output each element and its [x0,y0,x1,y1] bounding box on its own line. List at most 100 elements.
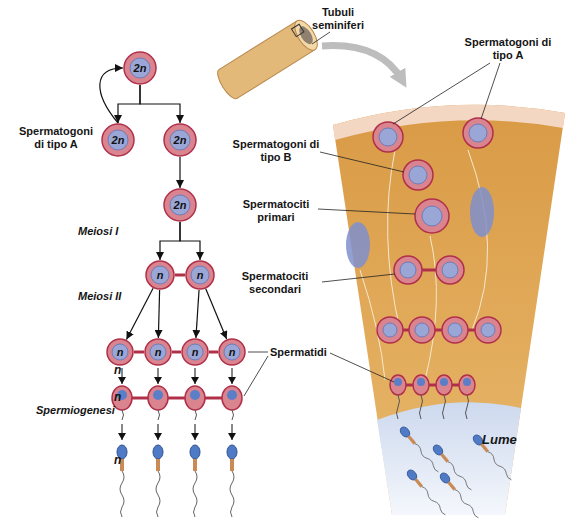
acrosome [153,390,163,400]
text-label: Tubuli seminiferi [298,6,378,32]
text-label: Meiosi I [78,225,118,238]
ploidy-text: n [192,347,199,358]
text-label: Spermatogoni di tipo B [232,138,320,164]
division-arrow [206,289,227,339]
ploidy-text: n [157,270,164,281]
step-arrow [158,368,159,384]
cell-node: n [144,338,172,366]
spermatid-body [436,375,452,395]
spermatid-body [112,386,132,410]
cell-node: n [106,338,134,366]
cell-nucleus [448,323,462,337]
ploidy-text: 2n [112,135,125,146]
sperm-midpiece [230,459,234,471]
sperm-midpiece [407,435,416,444]
leader-line [481,63,500,119]
cell-nucleus [379,128,397,146]
leader-line [248,352,268,353]
sperm-midpiece [156,459,160,471]
cell-body [403,160,433,190]
acrosome [463,378,471,386]
step-arrow [158,424,159,440]
basal-lamina [333,105,565,140]
sperm-tail [447,461,473,491]
cell-nucleus [151,266,169,284]
cell-node: n [218,338,246,366]
leader-line [312,32,330,44]
cell-body [442,317,468,343]
sperm-head [153,445,163,459]
spermatid-body [185,386,205,410]
spermatid-body [148,386,168,410]
cell-node: n [145,260,175,290]
acrosome [394,378,402,386]
cell-node: n [185,260,215,290]
cell-nucleus [409,166,427,184]
cell-bridge [172,351,181,354]
step-arrow [122,424,123,440]
cell-body [124,52,156,84]
step-arrow [232,424,233,440]
lumen [377,402,521,515]
cell-body [475,317,501,343]
cell-nucleus [481,323,495,337]
text-label: Spermatogoni di tipo A [462,36,554,62]
division-arrow [126,288,153,339]
ploidy-text: 2n [134,63,147,74]
sperm-tail [454,489,480,519]
cell-node: 2n [123,51,157,85]
text-label: Spermatociti secondari [228,270,322,296]
sperm-midpiece [193,459,197,471]
tail [195,410,197,420]
sertoli-boundary [425,236,436,380]
leader-line [320,152,404,172]
cell-bridge [421,269,437,272]
division-arrow [158,290,159,338]
sertoli-boundary [388,150,400,330]
leader-line [244,356,268,396]
cell-bridge [122,397,232,400]
step-arrow [232,368,233,384]
cell-nucleus [400,262,416,278]
ploidy-text: n [155,347,162,358]
cell-body [409,317,435,343]
cell-nucleus [442,262,458,278]
text-label: n [114,390,121,404]
text-label: Spermatidi [270,346,327,359]
acrosome [440,378,448,386]
text-label: n [114,363,121,377]
tubule-edge [237,50,315,99]
leader-line [322,274,395,282]
cell-body [164,189,196,221]
cell-body [394,256,422,284]
cell-bridge [134,351,144,354]
text-label: n [114,453,121,467]
cell-nucleus [191,266,209,284]
tail [443,395,446,419]
cell-body [164,124,196,156]
leader-line [318,209,415,214]
cell-body [145,339,171,365]
sperm-midpiece [440,453,449,462]
division-arrow [196,290,199,338]
sertoli-boundary [468,150,488,330]
sperm-head [190,445,200,459]
ploidy-text: n [197,270,204,281]
cell-bridge [209,351,218,354]
spermatid-body [413,375,429,395]
epithelium-wedge [333,105,565,515]
cell-body [373,122,403,152]
sperm-tail [120,471,124,517]
leader-line [330,353,394,382]
sperm-tail [421,486,447,516]
cell-nucleus [112,344,128,360]
spermatid-body [390,375,406,395]
ploidy-text: 2n [174,200,187,211]
acrosome [417,378,425,386]
division-arrow [100,68,123,123]
cell-nucleus [170,195,190,215]
cell-body [186,261,214,289]
text-label: Spermiogenesi [36,404,115,417]
